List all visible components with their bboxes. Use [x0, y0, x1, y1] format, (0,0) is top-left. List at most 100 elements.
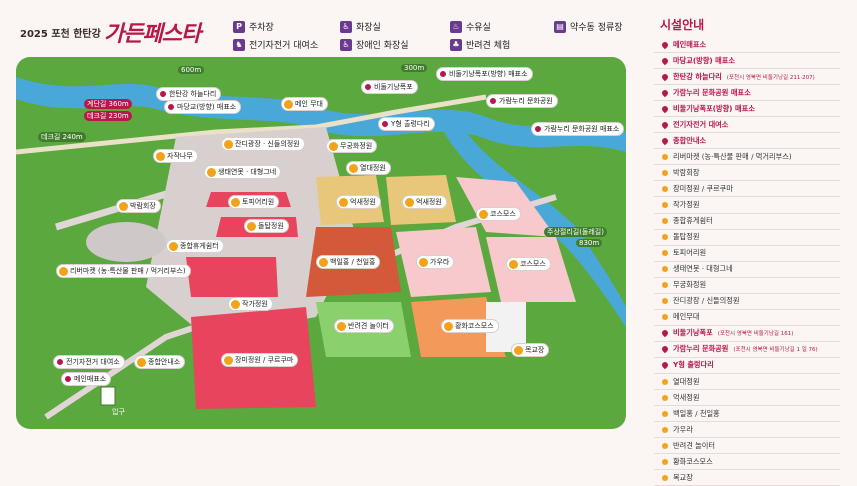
- map-label[interactable]: 토피어리원: [228, 195, 280, 209]
- map-label-text: 비둘기낭폭포: [374, 83, 413, 91]
- map-label[interactable]: 억새정원: [336, 195, 381, 209]
- facility-item[interactable]: Y형 출렁다리: [654, 358, 840, 374]
- map-label-text: 백일홍 / 천일홍: [330, 258, 376, 266]
- map-label[interactable]: 무궁화정원: [326, 139, 378, 153]
- map-label[interactable]: 가우라: [416, 255, 455, 269]
- map-label[interactable]: 열대정원: [346, 161, 391, 175]
- map-label-text: 코스모스: [520, 260, 546, 268]
- map-label[interactable]: 반려견 놀이터: [334, 319, 394, 333]
- facility-item[interactable]: 토피어리원: [654, 246, 840, 262]
- river-branch: [441, 117, 626, 327]
- map-pin-icon: [660, 40, 670, 49]
- map-label[interactable]: 전기자전거 대여소: [53, 355, 125, 369]
- map-label-text: 코스모스: [490, 210, 516, 218]
- map-label[interactable]: 종합휴게쉼터: [166, 239, 224, 253]
- facility-item[interactable]: 비둘기낭폭포(방향) 매표소: [654, 101, 840, 118]
- flower-icon: [119, 201, 128, 211]
- map-label[interactable]: 억새정원: [402, 195, 447, 209]
- map-label[interactable]: 코스모스: [506, 257, 551, 271]
- map-label-text: 종합안내소: [148, 358, 181, 366]
- map-label[interactable]: 종합안내소: [134, 355, 186, 369]
- map-label[interactable]: 잔디광장 · 신들의정원: [221, 137, 305, 151]
- facility-item-label: 전기자전거 대여소: [673, 119, 729, 129]
- flower-icon: [662, 378, 668, 385]
- map-pin-icon: [660, 329, 670, 338]
- map-label[interactable]: 가람누리 문화공원 매표소: [531, 122, 625, 136]
- map-label[interactable]: 돌탑정원: [244, 219, 289, 233]
- pet-icon: ♣: [450, 38, 462, 51]
- map-label[interactable]: 자작나무: [153, 149, 198, 163]
- legend-label: 장애인 화장실: [356, 41, 409, 51]
- map-label[interactable]: 한탄강 하늘다리: [156, 87, 222, 101]
- flower-icon: [662, 218, 668, 225]
- facility-item[interactable]: 메인무대: [654, 310, 840, 326]
- facility-item[interactable]: 장미정원 / 쿠르쿠마: [654, 181, 840, 198]
- facility-item[interactable]: 가우라: [654, 422, 840, 439]
- facility-item-label: 무궁화정원: [673, 280, 707, 290]
- facility-item[interactable]: 가람누리 문화공원 매표소: [654, 85, 840, 102]
- facility-item[interactable]: 종합안내소: [654, 133, 840, 150]
- map-label[interactable]: 메인매표소: [61, 372, 112, 386]
- map-label[interactable]: 작가정원: [228, 297, 273, 311]
- flower-icon: [662, 426, 668, 433]
- facility-item[interactable]: 억새정원: [654, 390, 840, 407]
- facility-item[interactable]: 전기자전거 대여소: [654, 117, 840, 134]
- accessible-restroom-icon: ♿: [340, 38, 352, 51]
- flower-icon: [662, 234, 668, 241]
- map-label[interactable]: 마당교(방향) 매표소: [164, 100, 242, 114]
- map-label[interactable]: Y형 출렁다리: [378, 117, 435, 131]
- facility-item[interactable]: 목교장: [654, 470, 840, 486]
- facility-item[interactable]: 백일홍 / 천일홍: [654, 406, 840, 423]
- festival-year-title: 2025 포천 한탄강: [20, 29, 101, 40]
- flower-icon: [662, 474, 668, 481]
- flower-icon: [337, 321, 346, 331]
- facility-item-label: 한탄강 하늘다리: [673, 71, 722, 81]
- facility-item-label: 종합안내소: [673, 135, 707, 145]
- facility-item[interactable]: 한탄강 하늘다리 (포천시 영북면 비둘기낭길 211·207): [654, 69, 840, 86]
- flower-icon: [479, 209, 488, 219]
- map-label[interactable]: 리버마켓 (농·특산물 판매 / 먹거리부스): [56, 264, 191, 278]
- legend-label: 화장실: [356, 23, 381, 33]
- facility-item-label: 장미정원 / 쿠르쿠마: [673, 183, 733, 193]
- flower-icon: [319, 257, 328, 267]
- map-label[interactable]: 박람회장: [116, 199, 161, 213]
- map-label[interactable]: 생태연못 · 대형그네: [204, 165, 282, 179]
- facility-item-address: (포천시 영북면 비둘기낭길 211·207): [726, 74, 815, 81]
- map-label[interactable]: 목교장: [511, 343, 550, 357]
- facility-item[interactable]: 열대정원: [654, 374, 840, 391]
- map-pin-icon: [159, 90, 167, 98]
- facility-item[interactable]: 종합휴게쉼터: [654, 214, 840, 230]
- legend-label: 반려견 체험: [466, 41, 511, 51]
- facility-item[interactable]: 반려견 놀이터: [654, 438, 840, 455]
- map-label[interactable]: 황화코스모스: [441, 319, 499, 333]
- map-pin-icon: [660, 136, 670, 146]
- entrance-label: 입구: [112, 408, 125, 416]
- facility-item[interactable]: 작가정원: [654, 197, 840, 214]
- map-label[interactable]: 메인 무대: [281, 97, 328, 111]
- map-label[interactable]: 백일홍 / 천일홍: [316, 255, 381, 269]
- map-label[interactable]: 가람누리 문화공원: [486, 94, 558, 108]
- facility-item[interactable]: 가람누리 문화공원(포천시 영북면 비둘기낭길 1 일 76): [654, 342, 840, 358]
- map-label[interactable]: 비둘기낭폭포: [361, 80, 418, 94]
- flower-icon: [662, 169, 668, 176]
- facility-item[interactable]: 메인매표소: [654, 37, 840, 54]
- facility-item[interactable]: 생태연못 · 대형그네: [654, 262, 840, 278]
- facility-item-label: 토피어리원: [673, 248, 707, 258]
- facility-item-label: 박람회장: [673, 167, 700, 177]
- facility-item[interactable]: 마당교(방향) 매표소: [654, 53, 840, 70]
- facility-item[interactable]: 무궁화정원: [654, 278, 840, 294]
- facility-item[interactable]: 돌탑정원: [654, 230, 840, 246]
- map-label[interactable]: 비둘기낭폭포(방향) 매표소: [436, 67, 533, 81]
- map-pin-icon: [439, 70, 447, 78]
- facility-item-label: 억새정원: [673, 392, 700, 402]
- facility-item[interactable]: 리버마켓 (농·특산물 판매 / 먹거리부스): [654, 149, 840, 166]
- flower-icon: [405, 197, 414, 207]
- facility-item[interactable]: 비둘기낭폭포(포천시 영북면 비둘기낭길 161): [654, 326, 840, 342]
- map-label[interactable]: 코스모스: [476, 207, 521, 221]
- facility-item[interactable]: 잔디광장 / 신들의정원: [654, 294, 840, 310]
- facility-item[interactable]: 박람회장: [654, 165, 840, 182]
- map-label[interactable]: 장미정원 / 쿠르쿠마: [221, 353, 299, 367]
- facility-item[interactable]: 황화코스모스: [654, 454, 840, 471]
- map-label-text: 메인매표소: [74, 375, 107, 383]
